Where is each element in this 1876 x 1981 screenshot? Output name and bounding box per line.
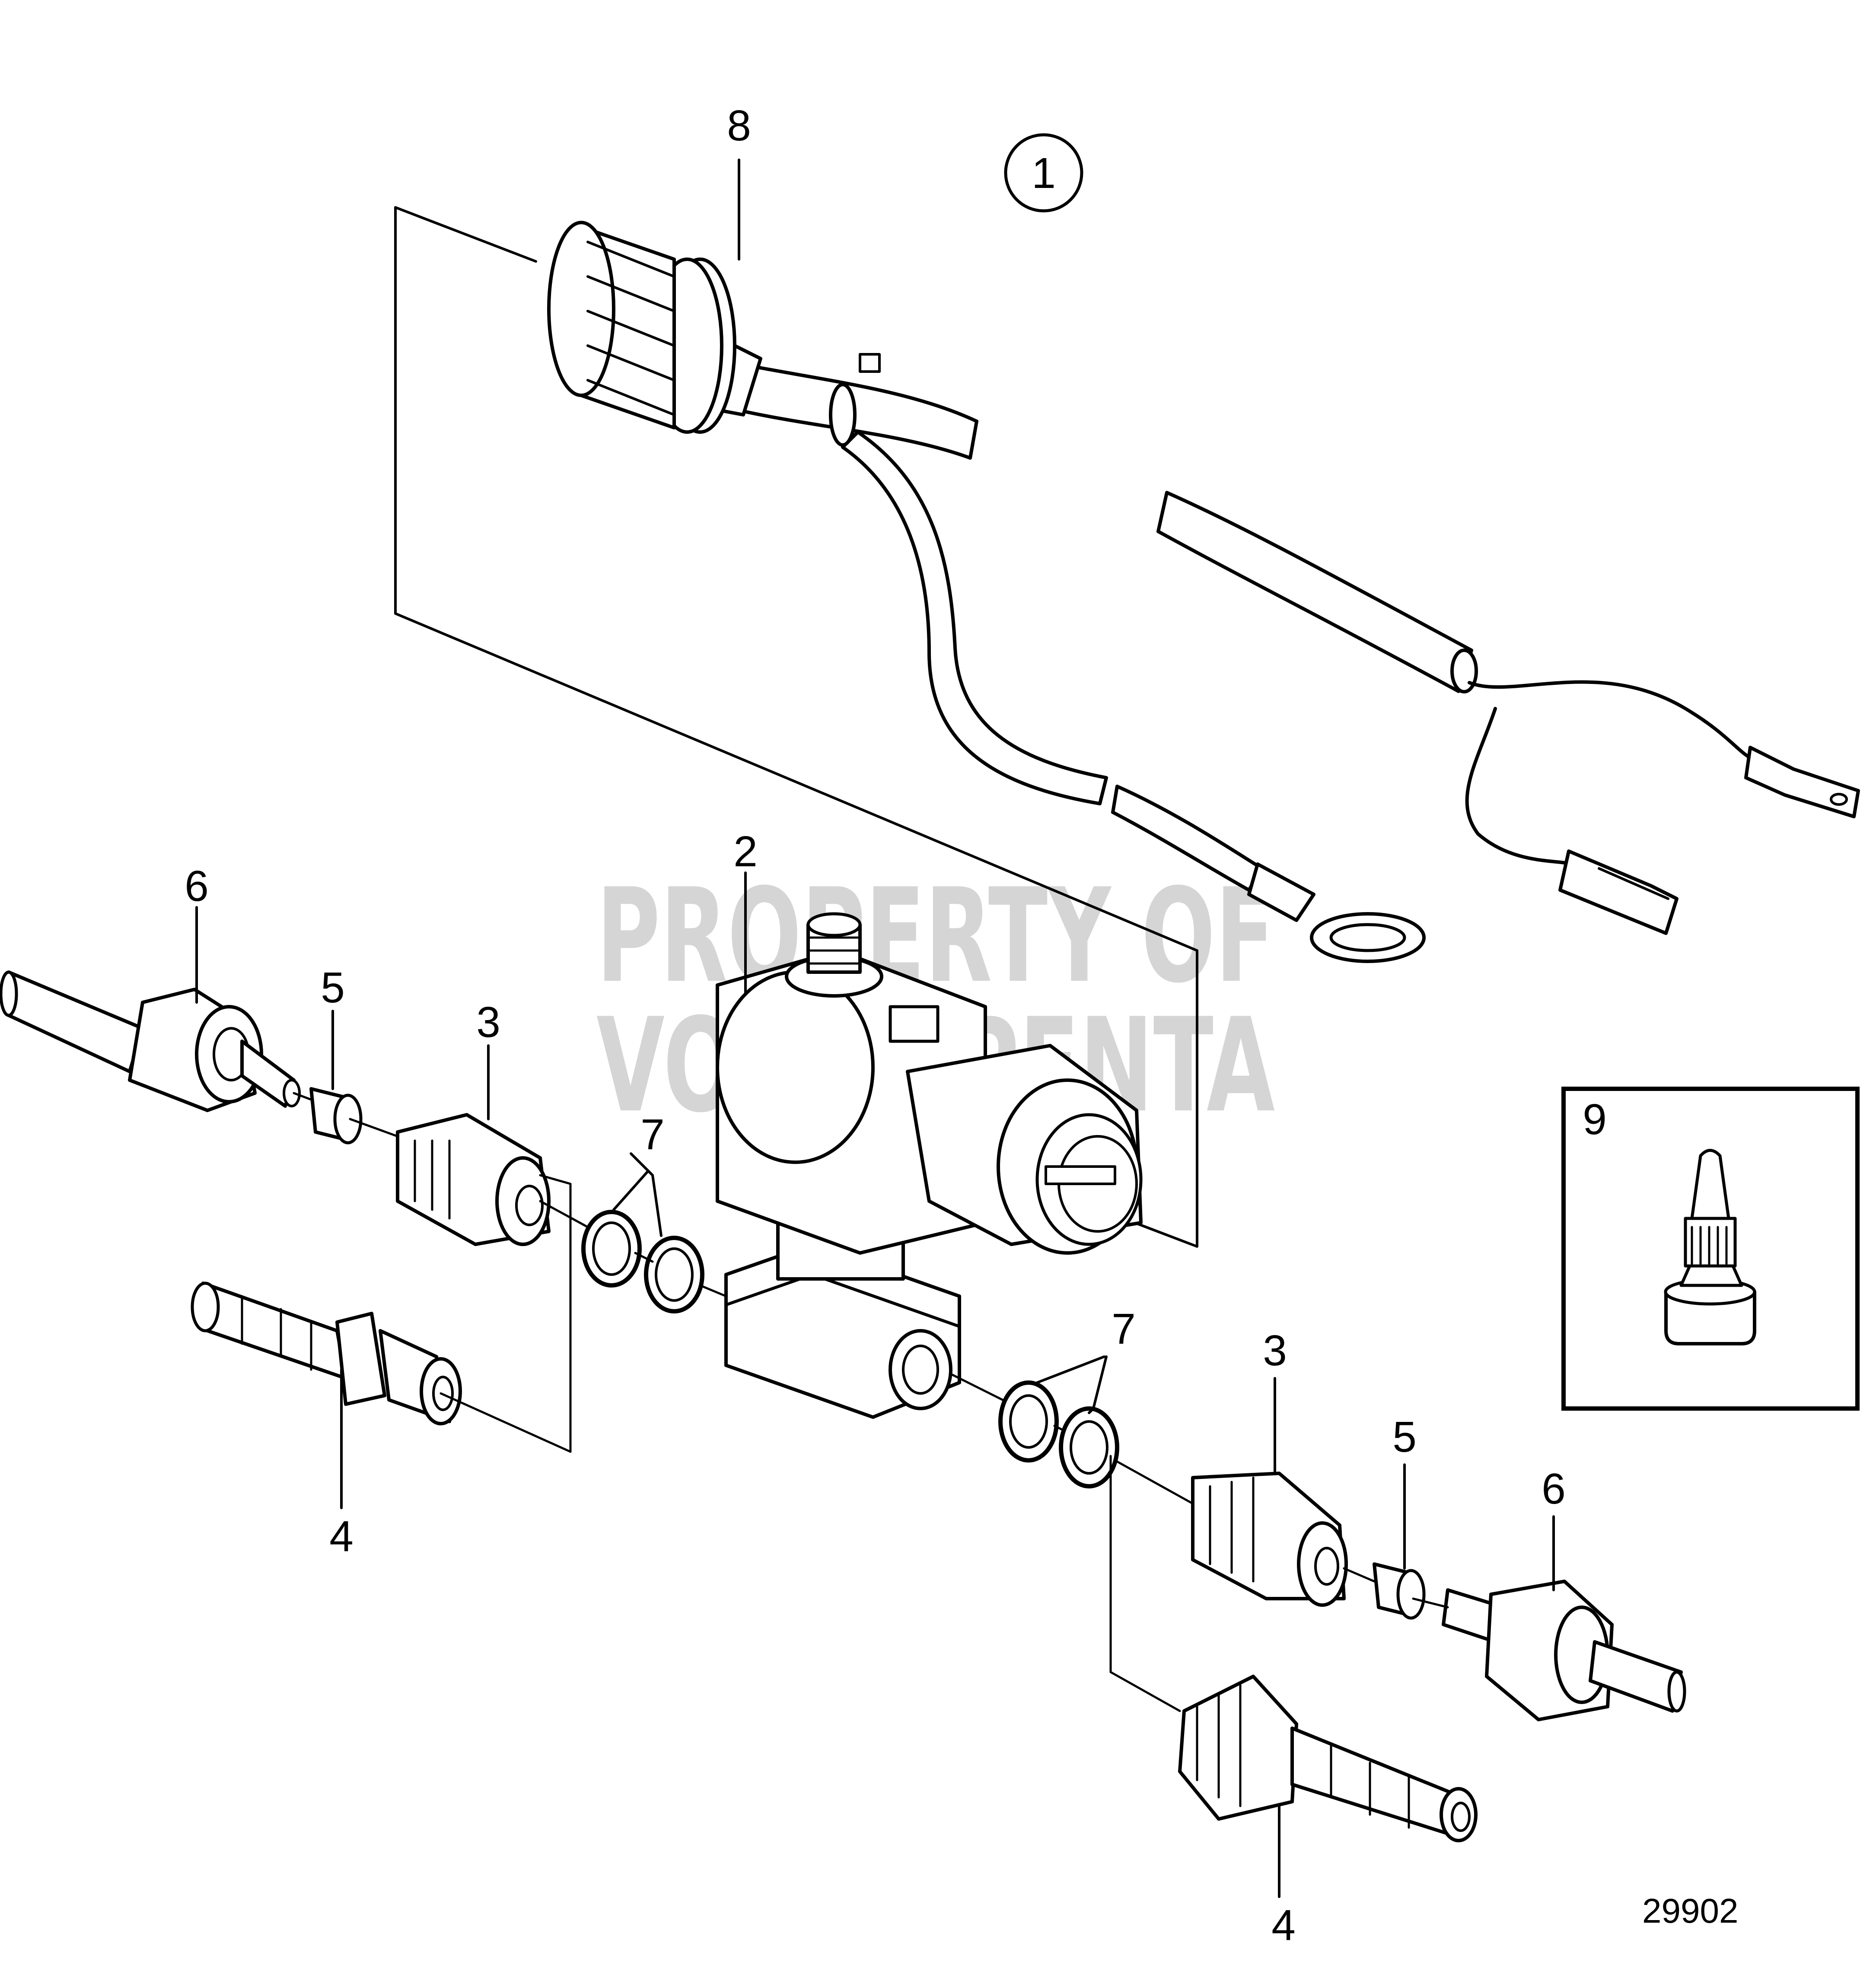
callout-6-left: 6 <box>185 862 209 910</box>
assembly-guide-lines <box>293 1092 1449 1712</box>
assembly-marker-number: 1 <box>1032 149 1056 197</box>
callout-7-left: 7 <box>640 1110 665 1159</box>
callout-labels: 8 2 6 5 3 7 4 7 3 5 6 4 9 <box>185 102 1607 1949</box>
solenoid-valve <box>716 912 1143 1419</box>
callout-9: 9 <box>1583 1095 1607 1144</box>
callout-2: 2 <box>733 827 758 876</box>
callout-3-left: 3 <box>476 998 500 1046</box>
right-fittings <box>998 1380 1686 1842</box>
assembly-bracket <box>394 206 1198 1248</box>
callout-5-left: 5 <box>321 963 345 1012</box>
callout-7-right: 7 <box>1112 1305 1136 1353</box>
callout-4-left: 4 <box>329 1512 354 1561</box>
callout-5-right: 5 <box>1392 1413 1417 1461</box>
leader-lines <box>195 159 1555 1898</box>
left-fittings <box>0 970 704 1425</box>
callout-4-right: 4 <box>1271 1901 1296 1949</box>
assembly-marker: 1 <box>1004 133 1083 213</box>
callout-6-right: 6 <box>1542 1465 1566 1513</box>
sealant-box <box>1561 1087 1860 1411</box>
callout-8: 8 <box>727 102 751 150</box>
figure-number: 29902 <box>1642 1892 1738 1930</box>
callout-3-right: 3 <box>1263 1326 1287 1375</box>
cable-harness <box>547 221 1860 963</box>
